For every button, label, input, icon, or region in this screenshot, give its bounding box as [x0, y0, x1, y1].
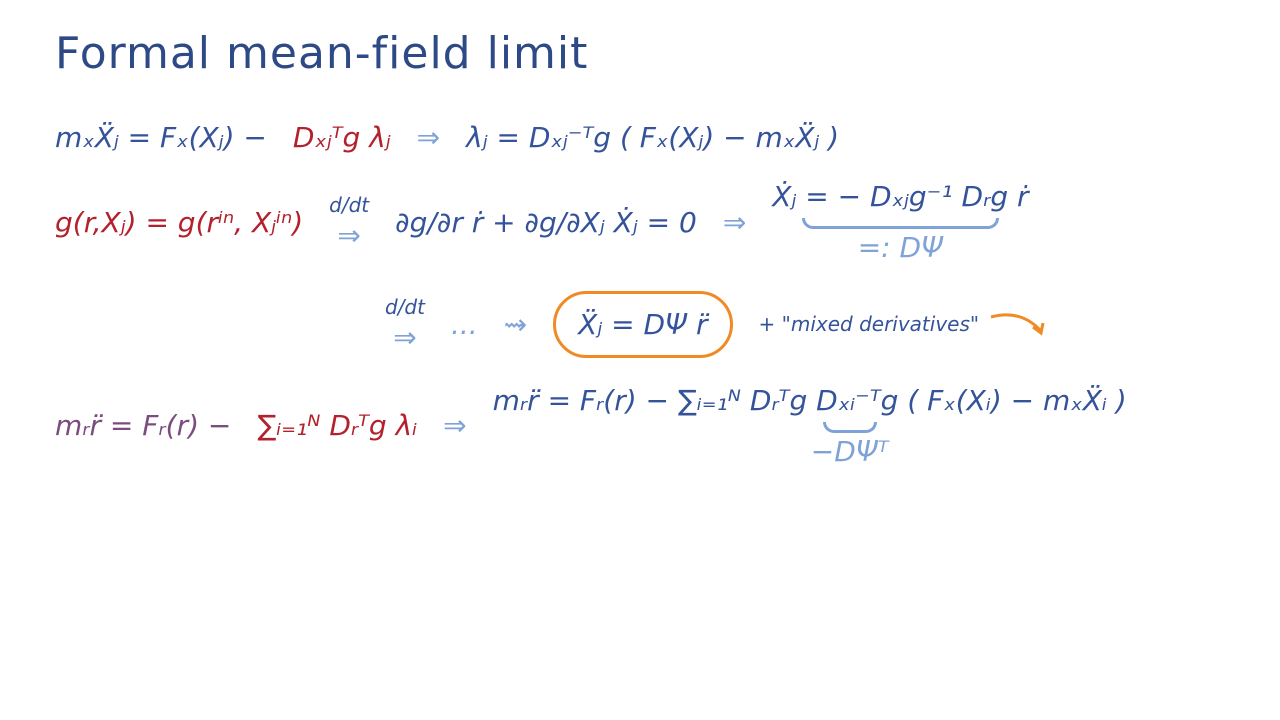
row2: g(r,Xⱼ) = g(rⁱⁿ, Xⱼⁱⁿ) d/dt ⇒ ∂g/∂r ṙ + … — [55, 180, 1250, 264]
row4-rhs-group: mᵣr̈ = Fᵣ(r) − ∑ᵢ₌₁ᴺ Dᵣᵀg Dₓᵢ⁻ᵀg ( Fₓ(Xᵢ… — [493, 384, 1127, 468]
row4-lhs: mᵣr̈ = Fᵣ(r) − — [55, 409, 232, 443]
row3-boxed: Ẍⱼ = DΨ r̈ — [578, 307, 708, 341]
implies-arrow: ⇒ — [393, 320, 417, 354]
row3-ddt-arrow: d/dt ⇒ — [385, 295, 425, 355]
row4: mᵣr̈ = Fᵣ(r) − ∑ᵢ₌₁ᴺ Dᵣᵀg λᵢ ⇒ mᵣr̈ = Fᵣ… — [55, 384, 1250, 468]
row2-rhs: Ẋⱼ = − Dₓⱼg⁻¹ Dᵣg ṙ — [772, 180, 1029, 214]
highlight-cloud: Ẍⱼ = DΨ r̈ — [553, 290, 733, 359]
row2-derivative: ∂g/∂r ṙ + ∂g/∂Xⱼ Ẋⱼ = 0 — [395, 205, 697, 239]
implies-arrow: ⇒ — [337, 218, 361, 252]
row2-constraint: g(r,Xⱼ) = g(rⁱⁿ, Xⱼⁱⁿ) — [55, 205, 304, 239]
row1-rhs: λⱼ = Dₓⱼ⁻ᵀg ( Fₓ(Xⱼ) − mₓẌⱼ ) — [466, 120, 840, 154]
dpsi-label: =: DΨ — [857, 230, 944, 264]
ellipsis: ... — [450, 307, 478, 341]
implies-arrow: ⇒ — [722, 205, 747, 239]
row1-constraint-term: Dₓⱼᵀg λⱼ — [292, 120, 391, 154]
row2-ddt-arrow: d/dt ⇒ — [329, 193, 369, 253]
row4-rhs: mᵣr̈ = Fᵣ(r) − ∑ᵢ₌₁ᴺ Dᵣᵀg Dₓᵢ⁻ᵀg ( Fₓ(Xᵢ… — [492, 384, 1127, 418]
row3-tail: + "mixed derivatives" — [759, 309, 1050, 339]
row1-lhs: mₓẌⱼ = Fₓ(Xⱼ) − — [55, 120, 267, 154]
curved-arrow-icon — [990, 313, 1045, 337]
brace-dpsi — [802, 217, 999, 229]
row3: d/dt ⇒ ... ⇝ Ẍⱼ = DΨ r̈ + "mixed derivat… — [55, 290, 1250, 359]
row4-constraint-sum: ∑ᵢ₌₁ᴺ Dᵣᵀg λᵢ — [257, 409, 418, 443]
row2-ddt: d/dt — [329, 192, 370, 217]
squiggle-arrow: ⇝ — [503, 307, 528, 341]
row3-ddt: d/dt — [385, 294, 425, 319]
row1: mₓẌⱼ = Fₓ(Xⱼ) − Dₓⱼᵀg λⱼ ⇒ λⱼ = Dₓⱼ⁻ᵀg (… — [55, 121, 1250, 155]
implies-arrow: ⇒ — [416, 120, 441, 154]
implies-arrow: ⇒ — [443, 409, 467, 443]
mixed-derivatives: + "mixed derivatives" — [758, 312, 980, 337]
slide: Formal mean-field limit mₓẌⱼ = Fₓ(Xⱼ) − … — [55, 28, 1250, 468]
page-title: Formal mean-field limit — [55, 28, 589, 79]
row2-rhs-group: Ẋⱼ = − Dₓⱼg⁻¹ Dᵣg ṙ =: DΨ — [772, 180, 1028, 264]
brace-neg-dpsi-t — [822, 421, 877, 433]
neg-dpsi-transpose-label: −DΨᵀ — [810, 434, 889, 468]
